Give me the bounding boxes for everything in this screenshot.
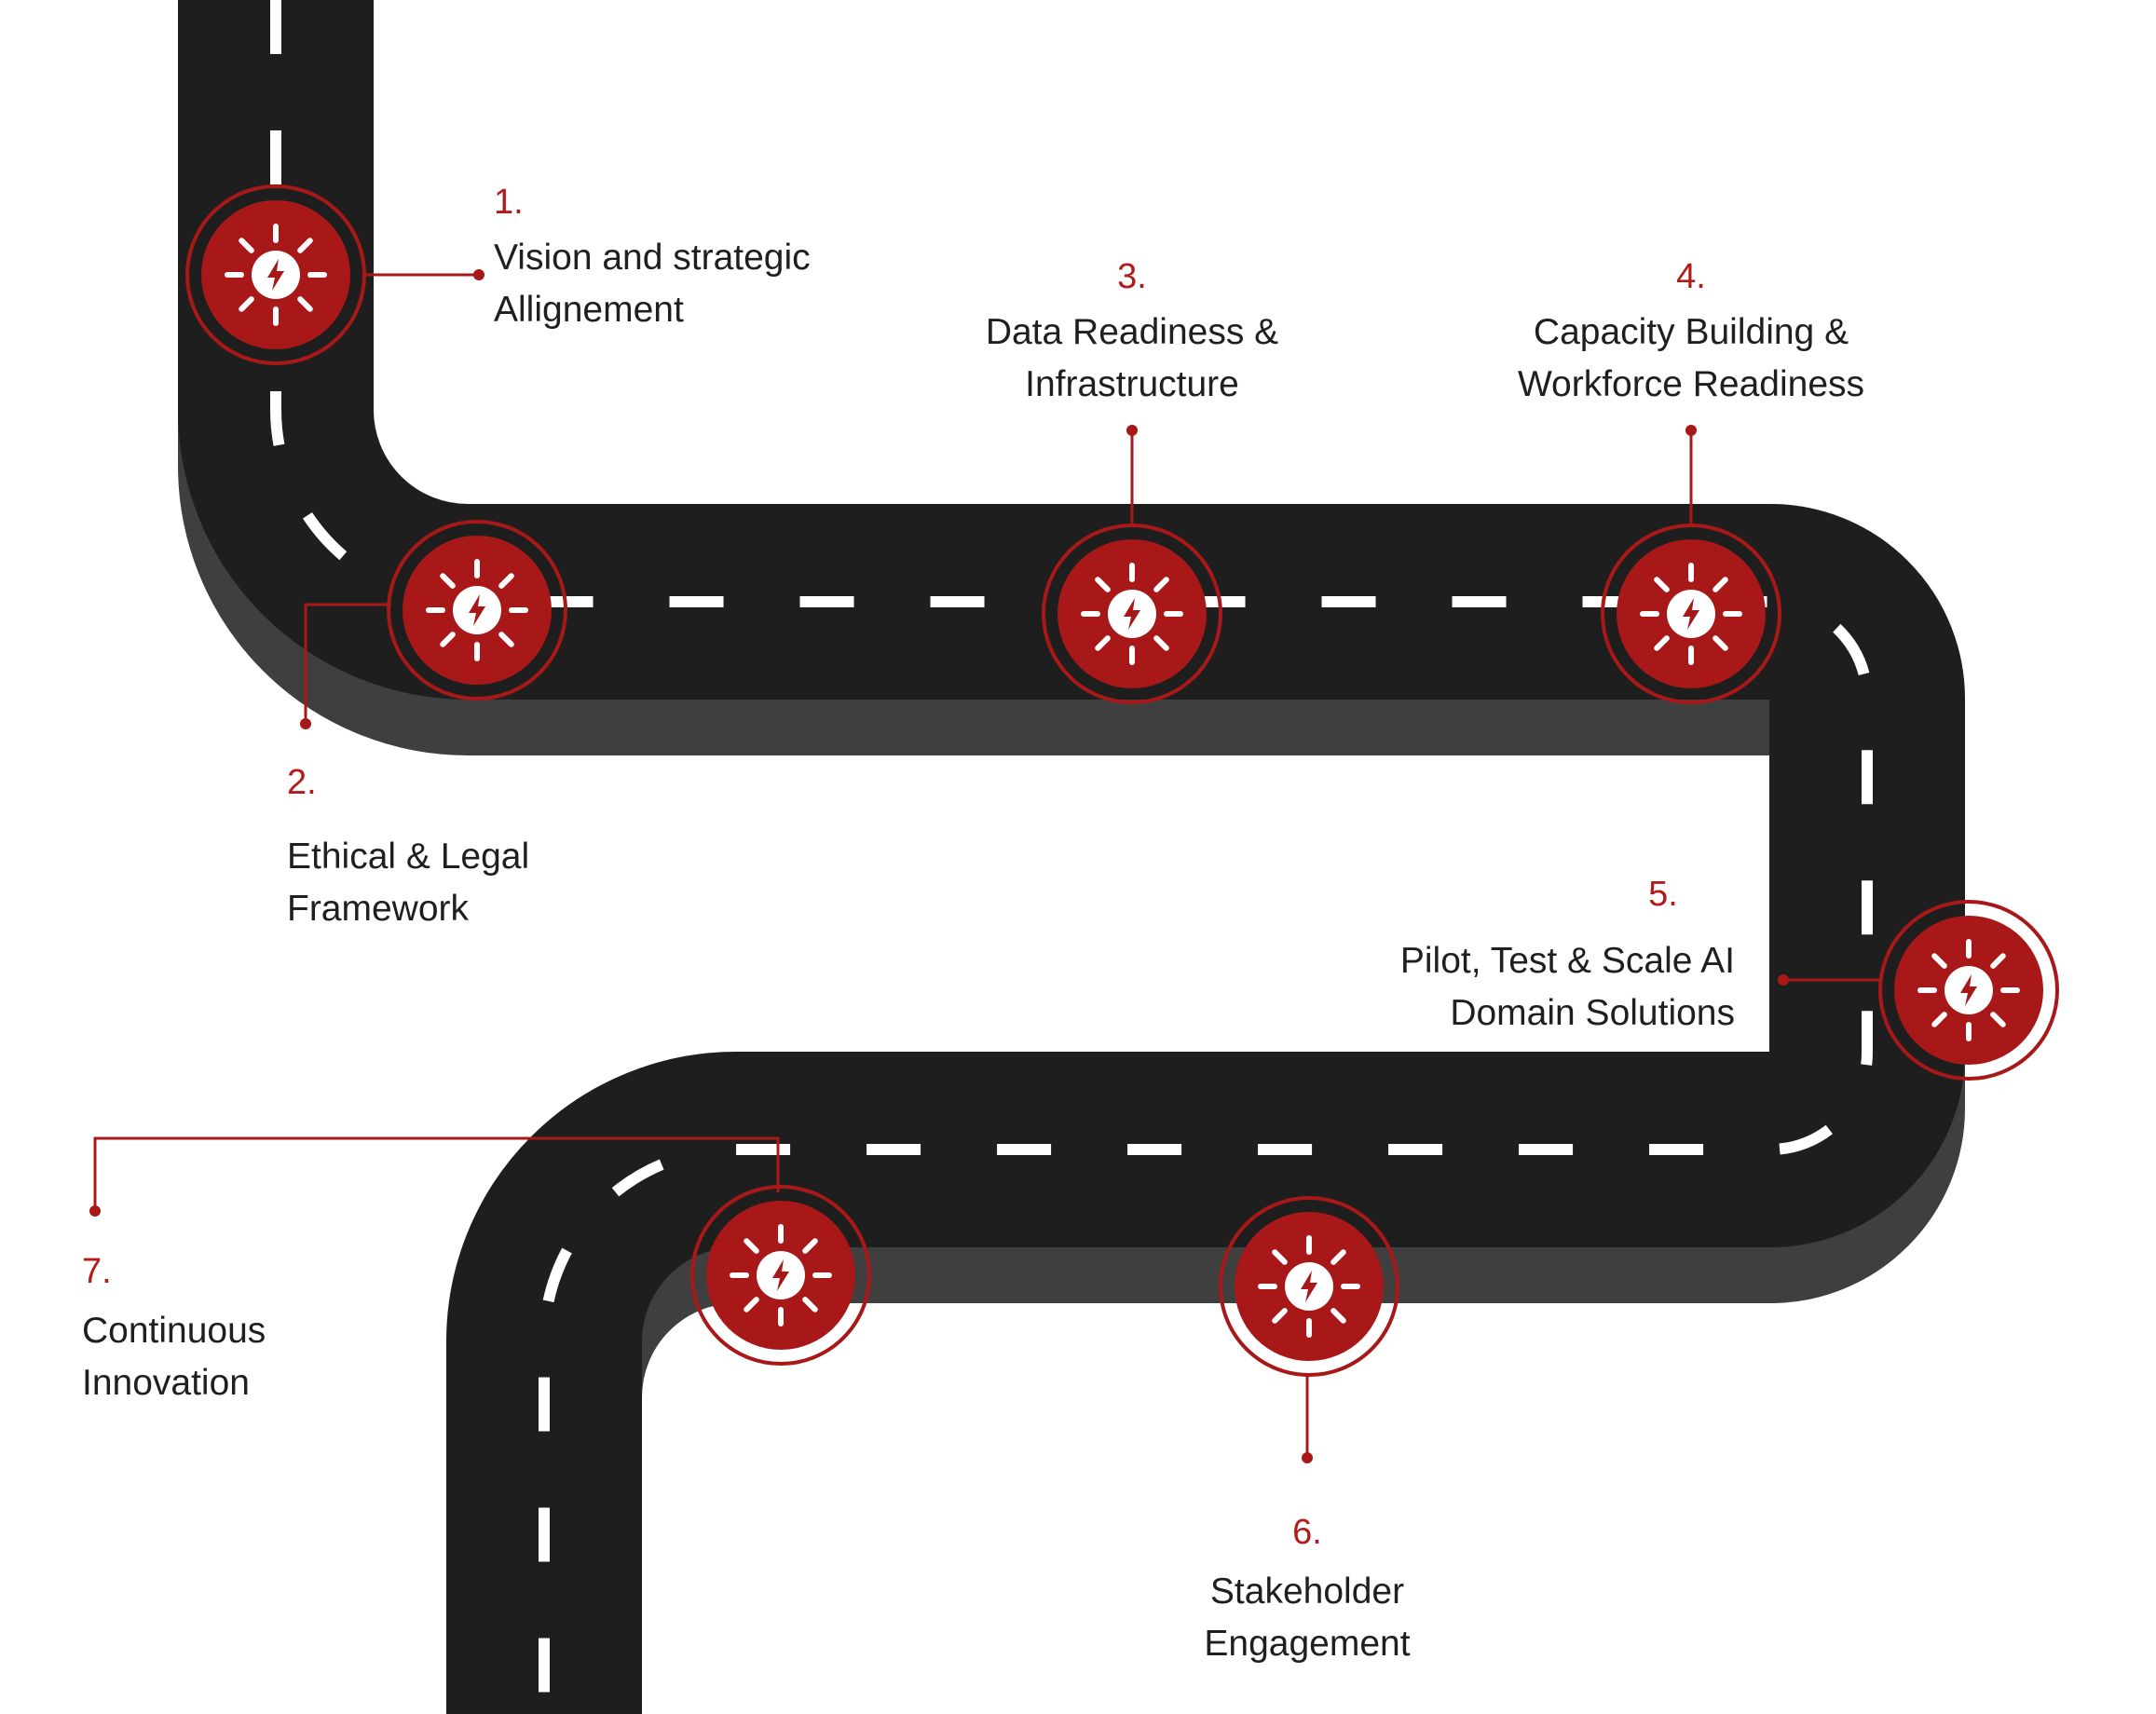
- marker-ring: [387, 520, 567, 701]
- sun-bolt-icon: [1258, 1235, 1360, 1338]
- marker-ring: [1601, 524, 1781, 704]
- milestone-marker: [690, 1185, 871, 1366]
- step-number: 4.: [1676, 257, 1706, 296]
- marker-ring: [1878, 900, 2059, 1081]
- connector: [1685, 425, 1697, 525]
- connector-dot: [1685, 425, 1697, 436]
- connector: [300, 603, 391, 729]
- step-number: 3.: [1117, 257, 1147, 296]
- step-title-line: Engagement: [1204, 1624, 1410, 1664]
- step-4: 4. Capacity Building & Workforce Readine…: [1518, 257, 1864, 404]
- connector-dot: [300, 718, 311, 729]
- step-number: 2.: [287, 763, 317, 802]
- connector-line: [304, 603, 391, 724]
- milestones: [185, 184, 2059, 1377]
- milestone-marker: [185, 184, 366, 365]
- milestone-marker: [387, 520, 567, 701]
- milestone-marker: [1219, 1196, 1399, 1377]
- milestone-marker: [1878, 900, 2059, 1081]
- step-title-line: Data Readiness &: [986, 312, 1278, 352]
- marker-ring: [185, 184, 366, 365]
- marker-ring: [1042, 524, 1222, 704]
- step-title-line: Ethical & Legal: [287, 837, 529, 877]
- step-number: 6.: [1292, 1513, 1322, 1552]
- connector: [364, 269, 484, 280]
- sun-bolt-icon: [1917, 939, 2020, 1041]
- connector-dot: [1302, 1452, 1313, 1463]
- step-title-line: Capacity Building &: [1534, 312, 1849, 352]
- connector: [1302, 1375, 1313, 1463]
- step-1: 1. Vision and strategic Allignement: [494, 183, 811, 330]
- connector-dot: [89, 1205, 101, 1217]
- step-title-line: Pilot, Test & Scale AI: [1400, 941, 1735, 981]
- step-title-line: Vision and strategic: [494, 238, 811, 278]
- step-number: 7.: [82, 1252, 112, 1291]
- sun-bolt-icon: [730, 1224, 832, 1326]
- step-title-line: Infrastructure: [1025, 364, 1239, 404]
- connector: [89, 1136, 780, 1217]
- step-title-line: Continuous: [82, 1311, 266, 1351]
- step-6: 6. Stakeholder Engagement: [1204, 1513, 1410, 1664]
- connector-dot: [473, 269, 484, 280]
- connector: [1126, 425, 1138, 525]
- step-title-line: Allignement: [494, 290, 684, 330]
- step-7: 7. Continuous Innovation: [82, 1252, 266, 1403]
- connector-line: [93, 1136, 780, 1211]
- step-title-line: Domain Solutions: [1450, 993, 1735, 1033]
- milestone-marker: [1601, 524, 1781, 704]
- step-title-line: Workforce Readiness: [1518, 364, 1864, 404]
- sun-bolt-icon: [1081, 563, 1183, 665]
- milestone-marker: [1042, 524, 1222, 704]
- step-3: 3. Data Readiness & Infrastructure: [986, 257, 1278, 404]
- lane-marking: [270, 0, 1873, 1714]
- sun-bolt-icon: [225, 224, 327, 326]
- sun-bolt-icon: [1640, 563, 1742, 665]
- connector-dot: [1778, 974, 1789, 986]
- connectors: [89, 269, 1880, 1463]
- connector-dot: [1126, 425, 1138, 436]
- step-title-line: Framework: [287, 889, 470, 929]
- step-5: 5. Pilot, Test & Scale AI Domain Solutio…: [1400, 875, 1735, 1033]
- step-2: 2. Ethical & Legal Framework: [287, 763, 529, 929]
- step-number: 1.: [494, 183, 524, 222]
- marker-ring: [690, 1185, 871, 1366]
- step-title-line: Innovation: [82, 1363, 250, 1403]
- connector: [1778, 974, 1880, 986]
- step-number: 5.: [1648, 875, 1678, 914]
- sun-bolt-icon: [426, 559, 528, 661]
- step-title-line: Stakeholder: [1210, 1571, 1404, 1612]
- marker-ring: [1219, 1196, 1399, 1377]
